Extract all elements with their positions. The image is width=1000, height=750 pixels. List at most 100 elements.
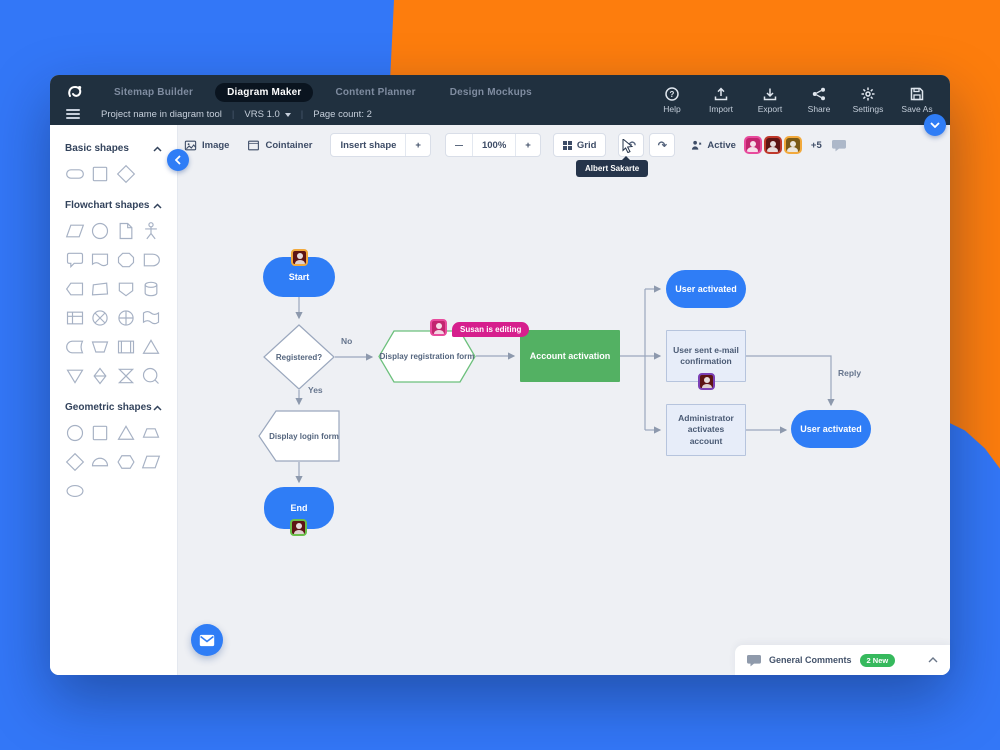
action-label: Export bbox=[757, 103, 783, 114]
node-registration-form[interactable]: Display registration form bbox=[378, 330, 476, 383]
shape-flag[interactable] bbox=[141, 308, 161, 328]
comments-new-badge: 2 New bbox=[859, 653, 896, 667]
shape-trapezoid[interactable] bbox=[141, 423, 161, 443]
shape-delay[interactable] bbox=[141, 250, 161, 270]
node-user-activated-bottom[interactable]: User activated bbox=[791, 410, 871, 448]
app-header: Sitemap Builder Diagram Maker Content Plan… bbox=[50, 75, 950, 125]
container-tool[interactable]: Cointainer bbox=[247, 139, 312, 152]
insert-shape-plus[interactable]: + bbox=[405, 134, 430, 156]
save-as-button[interactable]: Save As bbox=[896, 87, 938, 114]
section-title-flowchart-shapes[interactable]: Flowchart shapes bbox=[65, 200, 162, 211]
shape-cylinder[interactable] bbox=[141, 279, 161, 299]
zoom-out-button[interactable]: — bbox=[454, 140, 463, 150]
envelope-icon bbox=[199, 634, 215, 646]
shape-circle-plus[interactable] bbox=[116, 308, 136, 328]
tab-content-planner[interactable]: Content Planner bbox=[335, 86, 416, 98]
end-avatar bbox=[290, 519, 307, 536]
shape-square[interactable] bbox=[90, 423, 110, 443]
chevron-up-icon bbox=[153, 404, 162, 411]
chevron-left-icon bbox=[175, 155, 181, 165]
avatar-3[interactable] bbox=[783, 136, 802, 154]
import-button[interactable]: Import bbox=[700, 87, 742, 114]
zoom-control: — 100% + bbox=[444, 133, 541, 157]
node-login-form[interactable]: Display login form bbox=[258, 410, 340, 462]
help-button[interactable]: ?Help bbox=[651, 86, 693, 114]
shape-triangle-down[interactable] bbox=[65, 366, 85, 386]
divider: | bbox=[300, 108, 304, 120]
shape-document[interactable] bbox=[116, 221, 136, 241]
settings-button[interactable]: Settings bbox=[847, 87, 889, 114]
messages-button[interactable] bbox=[191, 624, 223, 656]
caret-down-icon bbox=[284, 112, 291, 117]
shape-hexagon[interactable] bbox=[116, 452, 136, 472]
shape-callout[interactable] bbox=[65, 250, 85, 270]
shape-diamond[interactable] bbox=[116, 164, 136, 184]
edge-label-reply: Reply bbox=[838, 368, 862, 378]
page-count: Page count: 2 bbox=[313, 108, 372, 120]
more-users-count[interactable]: +5 bbox=[810, 139, 822, 151]
avatar-2[interactable] bbox=[763, 136, 782, 154]
shape-semicircle[interactable] bbox=[90, 452, 110, 472]
general-comments-bar[interactable]: General Comments 2 New bbox=[735, 645, 950, 675]
shape-parallelogram[interactable] bbox=[65, 221, 85, 241]
avatar-1[interactable] bbox=[743, 136, 762, 154]
edge-label-no: No bbox=[341, 336, 353, 346]
notifications-toggle-button[interactable] bbox=[924, 114, 946, 136]
zoom-level: 100% bbox=[471, 134, 515, 156]
node-user-activated-top[interactable]: User activated bbox=[666, 270, 746, 308]
shape-display-open[interactable] bbox=[65, 337, 85, 357]
redo-button[interactable]: ↷ bbox=[649, 133, 676, 157]
chevron-up-icon[interactable] bbox=[928, 657, 938, 663]
project-name: Project name in diagram tool bbox=[101, 108, 222, 120]
shape-card-left[interactable] bbox=[65, 279, 85, 299]
shape-collate-diamond[interactable] bbox=[90, 366, 110, 386]
node-email-confirmation[interactable]: User sent e-mail confirmation bbox=[666, 330, 746, 382]
share-button[interactable]: Share bbox=[798, 87, 840, 114]
shape-octagon[interactable] bbox=[116, 250, 136, 270]
shape-stadium[interactable] bbox=[65, 164, 85, 184]
image-tool[interactable]: Image bbox=[184, 139, 229, 152]
shape-grid-rect[interactable] bbox=[65, 308, 85, 328]
shape-framed-rect[interactable] bbox=[116, 337, 136, 357]
diagram-canvas[interactable]: Image Cointainer Insert shape + — bbox=[178, 125, 950, 675]
version-dropdown[interactable]: VRS 1.0 bbox=[244, 109, 291, 120]
shape-quad[interactable] bbox=[90, 279, 110, 299]
tab-diagram-maker[interactable]: Diagram Maker bbox=[215, 82, 314, 102]
section-title-geometric-shapes[interactable]: Geometric shapes bbox=[65, 402, 162, 413]
action-label: Help bbox=[663, 103, 681, 114]
node-admin-activates[interactable]: Administrator activates account bbox=[666, 404, 746, 456]
shape-triangle-up[interactable] bbox=[141, 337, 161, 357]
shape-circle-tail[interactable] bbox=[141, 366, 161, 386]
shape-circle-x[interactable] bbox=[90, 308, 110, 328]
app-logo-icon bbox=[66, 83, 84, 101]
shape-actor[interactable] bbox=[141, 221, 161, 241]
grid-toggle-button[interactable]: Grid bbox=[552, 133, 607, 157]
shape-trapezoid-narrow[interactable] bbox=[90, 337, 110, 357]
sidebar-collapse-button[interactable] bbox=[167, 149, 189, 171]
node-account-activation[interactable]: Account activation bbox=[520, 330, 620, 382]
shape-diamond[interactable] bbox=[65, 452, 85, 472]
section-title-basic-shapes[interactable]: Basic shapes bbox=[65, 143, 162, 154]
menu-icon[interactable] bbox=[66, 106, 80, 121]
insert-shape-button[interactable]: Insert shape + bbox=[330, 133, 431, 157]
shape-hourglass[interactable] bbox=[116, 366, 136, 386]
export-icon bbox=[763, 87, 777, 101]
shape-parallelogram[interactable] bbox=[141, 452, 161, 472]
shape-doc-wave[interactable] bbox=[90, 250, 110, 270]
shape-triangle-up[interactable] bbox=[116, 423, 136, 443]
shape-ellipse[interactable] bbox=[65, 481, 85, 501]
tab-design-mockups[interactable]: Design Mockups bbox=[449, 86, 532, 98]
shape-shield[interactable] bbox=[116, 279, 136, 299]
action-label: Settings bbox=[852, 103, 884, 114]
export-button[interactable]: Export bbox=[749, 87, 791, 114]
shape-circle[interactable] bbox=[65, 423, 85, 443]
comments-icon[interactable] bbox=[831, 139, 846, 152]
node-registered[interactable]: Registered? bbox=[263, 324, 335, 390]
redo-icon: ↷ bbox=[657, 139, 667, 152]
shape-square[interactable] bbox=[90, 164, 110, 184]
tab-sitemap-builder[interactable]: Sitemap Builder bbox=[114, 86, 194, 98]
active-users-indicator: Active bbox=[691, 140, 736, 151]
zoom-in-button[interactable]: + bbox=[515, 134, 540, 156]
image-icon bbox=[184, 140, 197, 150]
shape-circle[interactable] bbox=[90, 221, 110, 241]
